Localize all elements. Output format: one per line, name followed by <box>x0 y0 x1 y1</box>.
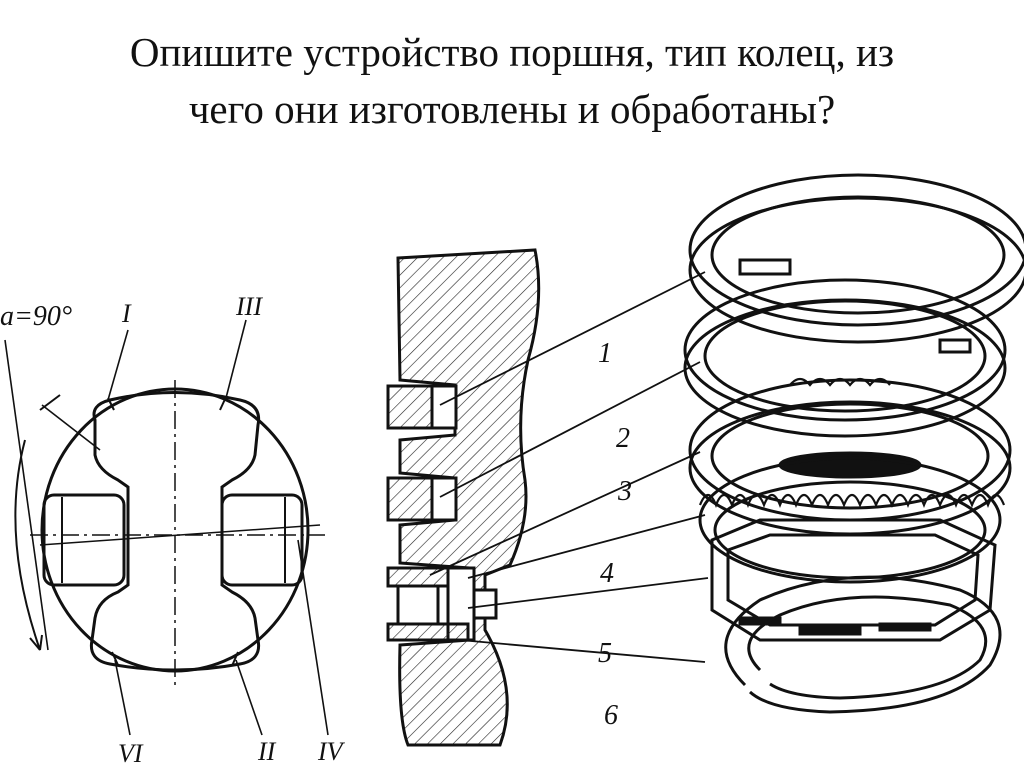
roman-label-ii: II <box>257 737 277 766</box>
ring-2-drawing <box>683 278 1007 438</box>
roman-label-i: I <box>121 299 132 328</box>
angle-label: a=90° <box>0 301 72 332</box>
slide-title-line-1: Опишите устройство поршня, тип колец, из <box>129 29 895 75</box>
callout-5: 5 <box>598 638 612 669</box>
ring-6-section <box>386 622 470 642</box>
ring-1-section <box>386 384 434 430</box>
roman-label-vi: VI <box>118 739 144 767</box>
roman-label-iv: IV <box>317 737 346 766</box>
rotation-arc <box>14 439 41 651</box>
ring-4-drawing <box>698 456 1006 584</box>
callout-3: 3 <box>617 476 632 507</box>
ring-2-section <box>386 476 434 522</box>
ring-1-drawing <box>688 173 1024 344</box>
ring-5-drawing <box>710 518 997 642</box>
callout-leaders <box>429 271 709 663</box>
ring-6-drawing <box>724 575 1002 714</box>
slide-title: Опишите устройство поршня, тип колец, из… <box>0 24 1024 138</box>
left-pin-boss <box>42 493 126 587</box>
piston-inner-boss <box>89 391 261 672</box>
roman-label-iii: III <box>235 292 263 321</box>
callout-4: 4 <box>600 558 614 589</box>
callout-2: 2 <box>616 423 630 454</box>
ring-5-section <box>396 584 440 626</box>
callout-6: 6 <box>604 700 618 731</box>
exploded-ring-set <box>683 173 1024 714</box>
piston-top-view <box>4 319 329 736</box>
slide-title-line-2: чего они изготовлены и обработаны? <box>188 86 836 132</box>
callout-1: 1 <box>598 338 612 369</box>
right-pin-boss <box>220 493 304 587</box>
piston-cross-section <box>386 248 541 747</box>
